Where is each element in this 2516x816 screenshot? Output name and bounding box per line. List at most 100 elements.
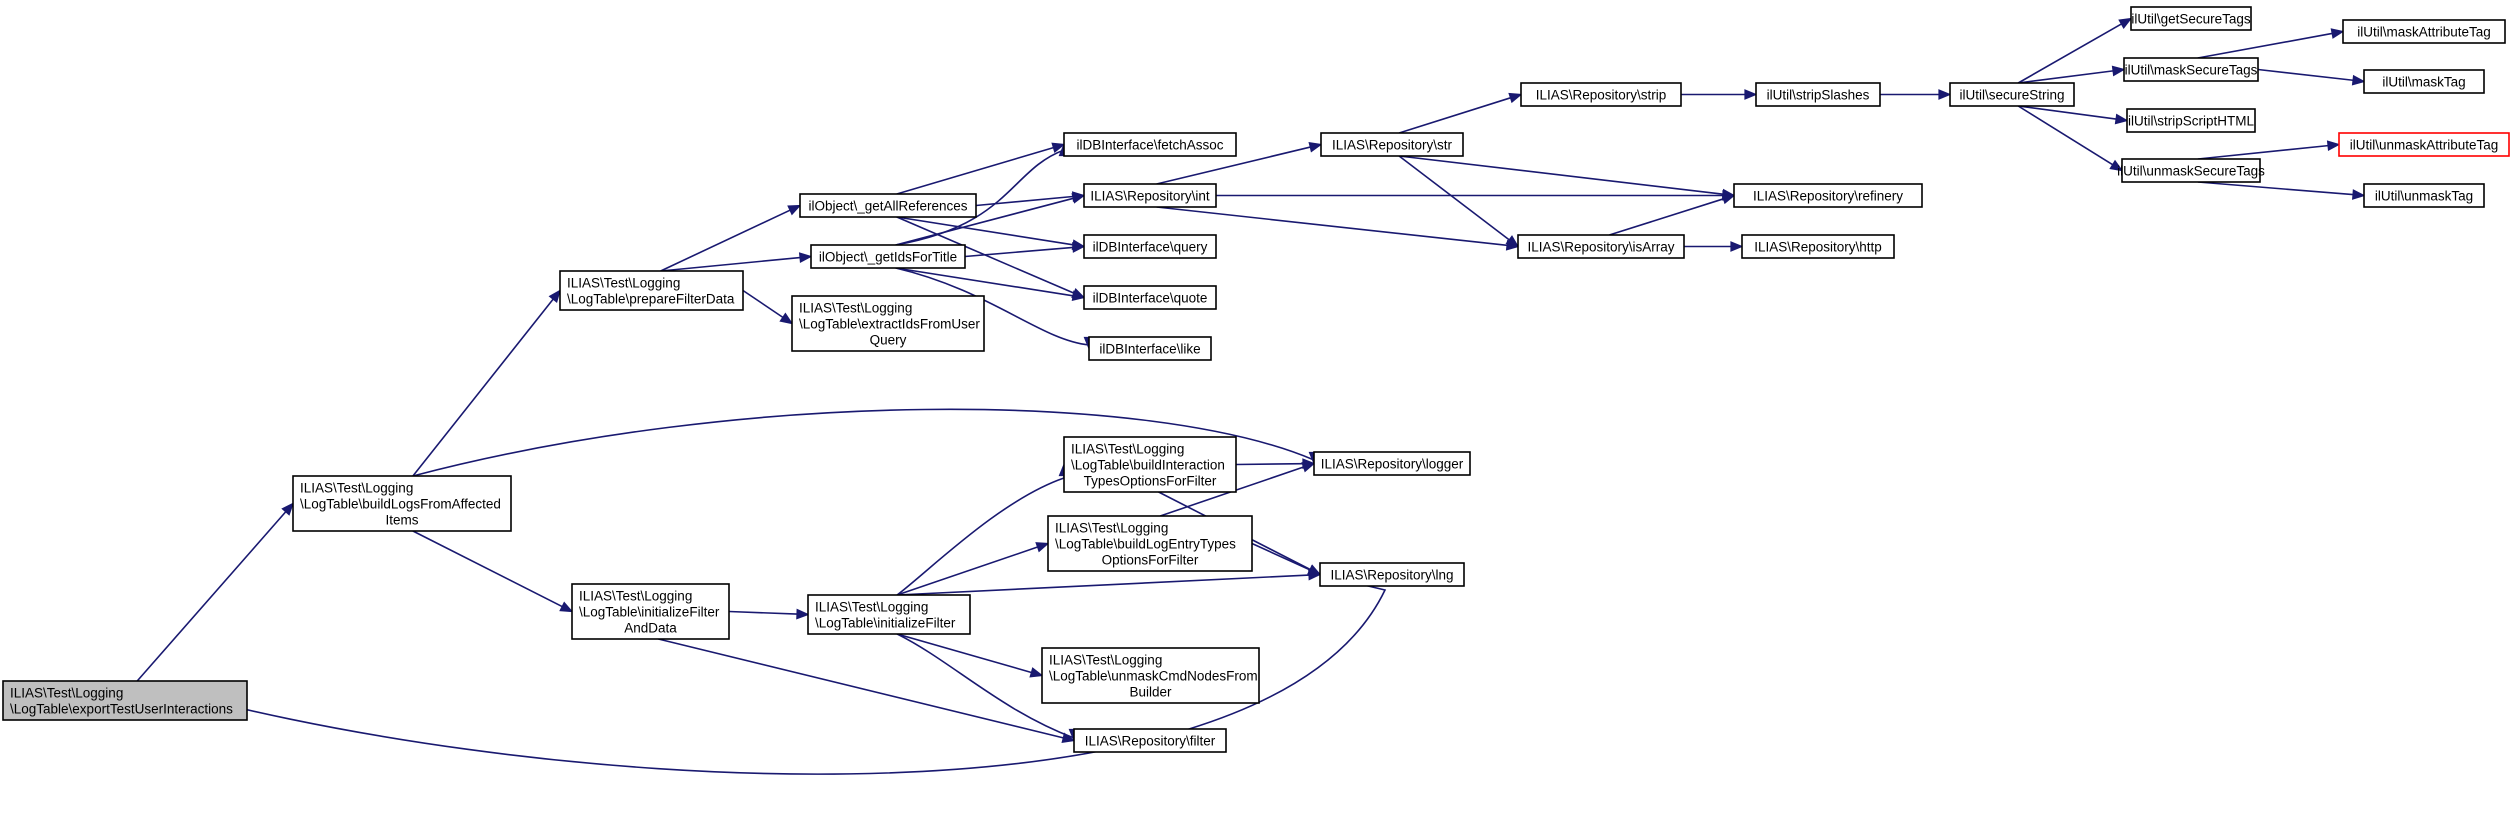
arrowhead	[1508, 92, 1523, 104]
edge-line	[136, 511, 287, 682]
edge-line	[136, 576, 1387, 775]
node-repo-http[interactable]: ILIAS\Repository\http	[1741, 234, 1895, 259]
node-export[interactable]: ILIAS\Test\Logging\LogTable\exportTestUs…	[2, 680, 248, 721]
node-unmask-tag[interactable]: ilUtil\unmaskTag	[2363, 183, 2485, 208]
arrowhead	[1505, 235, 1520, 248]
node-build-entry[interactable]: ILIAS\Test\Logging\LogTable\buildLogEntr…	[1047, 515, 1253, 572]
node-prepare[interactable]: ILIAS\Test\Logging\LogTable\prepareFilte…	[559, 270, 744, 311]
node-get-all-refs[interactable]: ilObject\_getAllReferences	[799, 193, 977, 218]
node-strip-script[interactable]: ilUtil\stripScriptHTML	[2126, 108, 2256, 133]
node-mask-tag[interactable]: ilUtil\maskTag	[2363, 69, 2485, 94]
node-box	[1073, 728, 1227, 753]
node-box	[1733, 183, 1923, 208]
edge-get-all-refs-to-repo-int	[975, 191, 1086, 207]
node-label-line: ilUtil\unmaskSecureTags	[2117, 164, 2265, 179]
arrowhead	[548, 289, 561, 303]
node-box	[1319, 562, 1465, 587]
edge-unmask-sec-to-unmask-tag	[2197, 181, 2366, 200]
node-box	[1741, 234, 1895, 259]
node-label-line: ilUtil\stripSlashes	[1767, 88, 1870, 103]
node-init-fd[interactable]: ILIAS\Test\Logging\LogTable\initializeFi…	[571, 583, 730, 640]
edge-line	[728, 610, 798, 615]
node-label-line: Query	[870, 333, 907, 348]
node-init-filter[interactable]: ILIAS\Test\Logging\LogTable\initializeFi…	[807, 594, 971, 635]
node-box	[559, 270, 744, 311]
node-label-line: \LogTable\exportTestUserInteractions	[10, 702, 233, 717]
node-strip-slashes[interactable]: ilUtil\stripSlashes	[1755, 82, 1881, 107]
node-fetch-assoc[interactable]: ilDBInterface\fetchAssoc	[1063, 132, 1237, 157]
node-unmask-cmd[interactable]: ILIAS\Test\Logging\LogTable\unmaskCmdNod…	[1041, 647, 1260, 704]
node-box	[1047, 515, 1253, 572]
node-box	[1949, 82, 2075, 107]
arrowhead	[1071, 290, 1086, 302]
edge-repo-is-array-to-repo-http	[1684, 241, 1744, 252]
arrowhead	[1061, 732, 1076, 743]
edge-line	[658, 638, 1064, 739]
node-build-inter[interactable]: ILIAS\Test\Logging\LogTable\buildInterac…	[1063, 436, 1237, 493]
edge-mask-sec-tags-to-mask-tag	[2257, 68, 2366, 86]
node-label-line: ILIAS\Repository\refinery	[1753, 189, 1903, 204]
edge-line	[412, 530, 563, 608]
node-get-ids[interactable]: ilObject\_getIdsForTitle	[810, 244, 966, 269]
node-repo-filter[interactable]: ILIAS\Repository\filter	[1073, 728, 1227, 753]
node-label-line: ilDBInterface\query	[1093, 240, 1208, 255]
node-label-line: ILIAS\Repository\isArray	[1527, 240, 1674, 255]
edge-repo-int-to-repo-str	[1156, 141, 1323, 185]
node-repo-str[interactable]: ILIAS\Repository\str	[1320, 132, 1464, 157]
edge-line	[1251, 542, 1311, 571]
node-secure-string[interactable]: ilUtil\secureString	[1949, 82, 2075, 107]
arrowhead	[1071, 193, 1086, 204]
edge-init-filter-to-unmask-cmd	[896, 633, 1044, 678]
edge-build-logs-to-init-fd	[412, 530, 574, 613]
arrowhead	[2114, 113, 2129, 125]
node-extract-ids[interactable]: ILIAS\Test\Logging\LogTable\extractIdsFr…	[791, 295, 985, 352]
arrowhead	[1071, 242, 1086, 253]
node-mask-sec-tags[interactable]: ilUtil\maskSecureTags	[2123, 57, 2259, 82]
edge-repo-int-to-refinery	[1216, 190, 1736, 201]
arrowhead	[1730, 241, 1744, 252]
node-repo-logger[interactable]: ILIAS\Repository\logger	[1313, 451, 1471, 476]
node-unmask-sec[interactable]: ilUtil\unmaskSecureTags	[2117, 158, 2265, 183]
node-label-line: ILIAS\Repository\strip	[1536, 88, 1667, 103]
edge-line	[660, 209, 791, 272]
node-label-line: \LogTable\prepareFilterData	[567, 292, 735, 307]
arrowhead	[2109, 159, 2124, 172]
edge-get-ids-to-db-query	[964, 242, 1086, 258]
node-label-line: ILIAS\Test\Logging	[1049, 653, 1162, 668]
node-db-like[interactable]: ilDBInterface\like	[1088, 336, 1212, 361]
node-get-sec-tags[interactable]: ilUtil\getSecureTags	[2130, 6, 2252, 31]
node-repo-lng[interactable]: ILIAS\Repository\lng	[1319, 562, 1465, 587]
node-db-query[interactable]: ilDBInterface\query	[1083, 234, 1217, 259]
edge-secure-string-to-mask-sec-tags	[2018, 65, 2126, 84]
edge-line	[975, 195, 1074, 207]
arrowhead	[796, 608, 810, 620]
node-label-line: ILIAS\Repository\int	[1090, 189, 1210, 204]
node-box	[1083, 285, 1217, 310]
nodes-layer: ILIAS\Test\Logging \LogTable\exportTestUs…	[2, 6, 2510, 753]
node-label-line: ILIAS\Repository\filter	[1085, 734, 1216, 749]
edge-repo-strip-to-strip-slashes	[1681, 89, 1758, 100]
node-mask-attr-tag[interactable]: ilUtil\maskAttributeTag	[2342, 19, 2506, 44]
node-repo-strip[interactable]: ILIAS\Repository\strip	[1520, 82, 1682, 107]
node-box	[1083, 183, 1217, 208]
edge-init-fd-to-repo-filter	[658, 638, 1076, 743]
edge-export-to-build-logs	[136, 502, 295, 682]
node-refinery[interactable]: ILIAS\Repository\refinery	[1733, 183, 1923, 208]
edge-repo-is-array-to-refinery	[1609, 193, 1736, 236]
node-label-line: \LogTable\initializeFilter	[815, 616, 956, 631]
node-box	[791, 295, 985, 352]
edge-line	[1398, 97, 1511, 134]
node-repo-is-array[interactable]: ILIAS\Repository\isArray	[1517, 234, 1685, 259]
node-label-line: ilUtil\unmaskTag	[2375, 189, 2473, 204]
edge-init-filter-to-build-entry	[896, 542, 1050, 596]
arrowhead	[1744, 89, 1758, 100]
node-box	[2123, 57, 2259, 82]
node-build-logs[interactable]: ILIAS\Test\Logging\LogTable\buildLogsFro…	[292, 475, 512, 532]
node-db-quote[interactable]: ilDBInterface\quote	[1083, 285, 1217, 310]
edge-prepare-to-extract-ids	[742, 289, 794, 325]
node-label-line: ILIAS\Test\Logging	[815, 600, 928, 615]
arrowhead	[1051, 142, 1066, 153]
node-repo-int[interactable]: ILIAS\Repository\int	[1083, 183, 1217, 208]
node-unmask-attr[interactable]: ilUtil\unmaskAttributeTag	[2338, 132, 2510, 157]
